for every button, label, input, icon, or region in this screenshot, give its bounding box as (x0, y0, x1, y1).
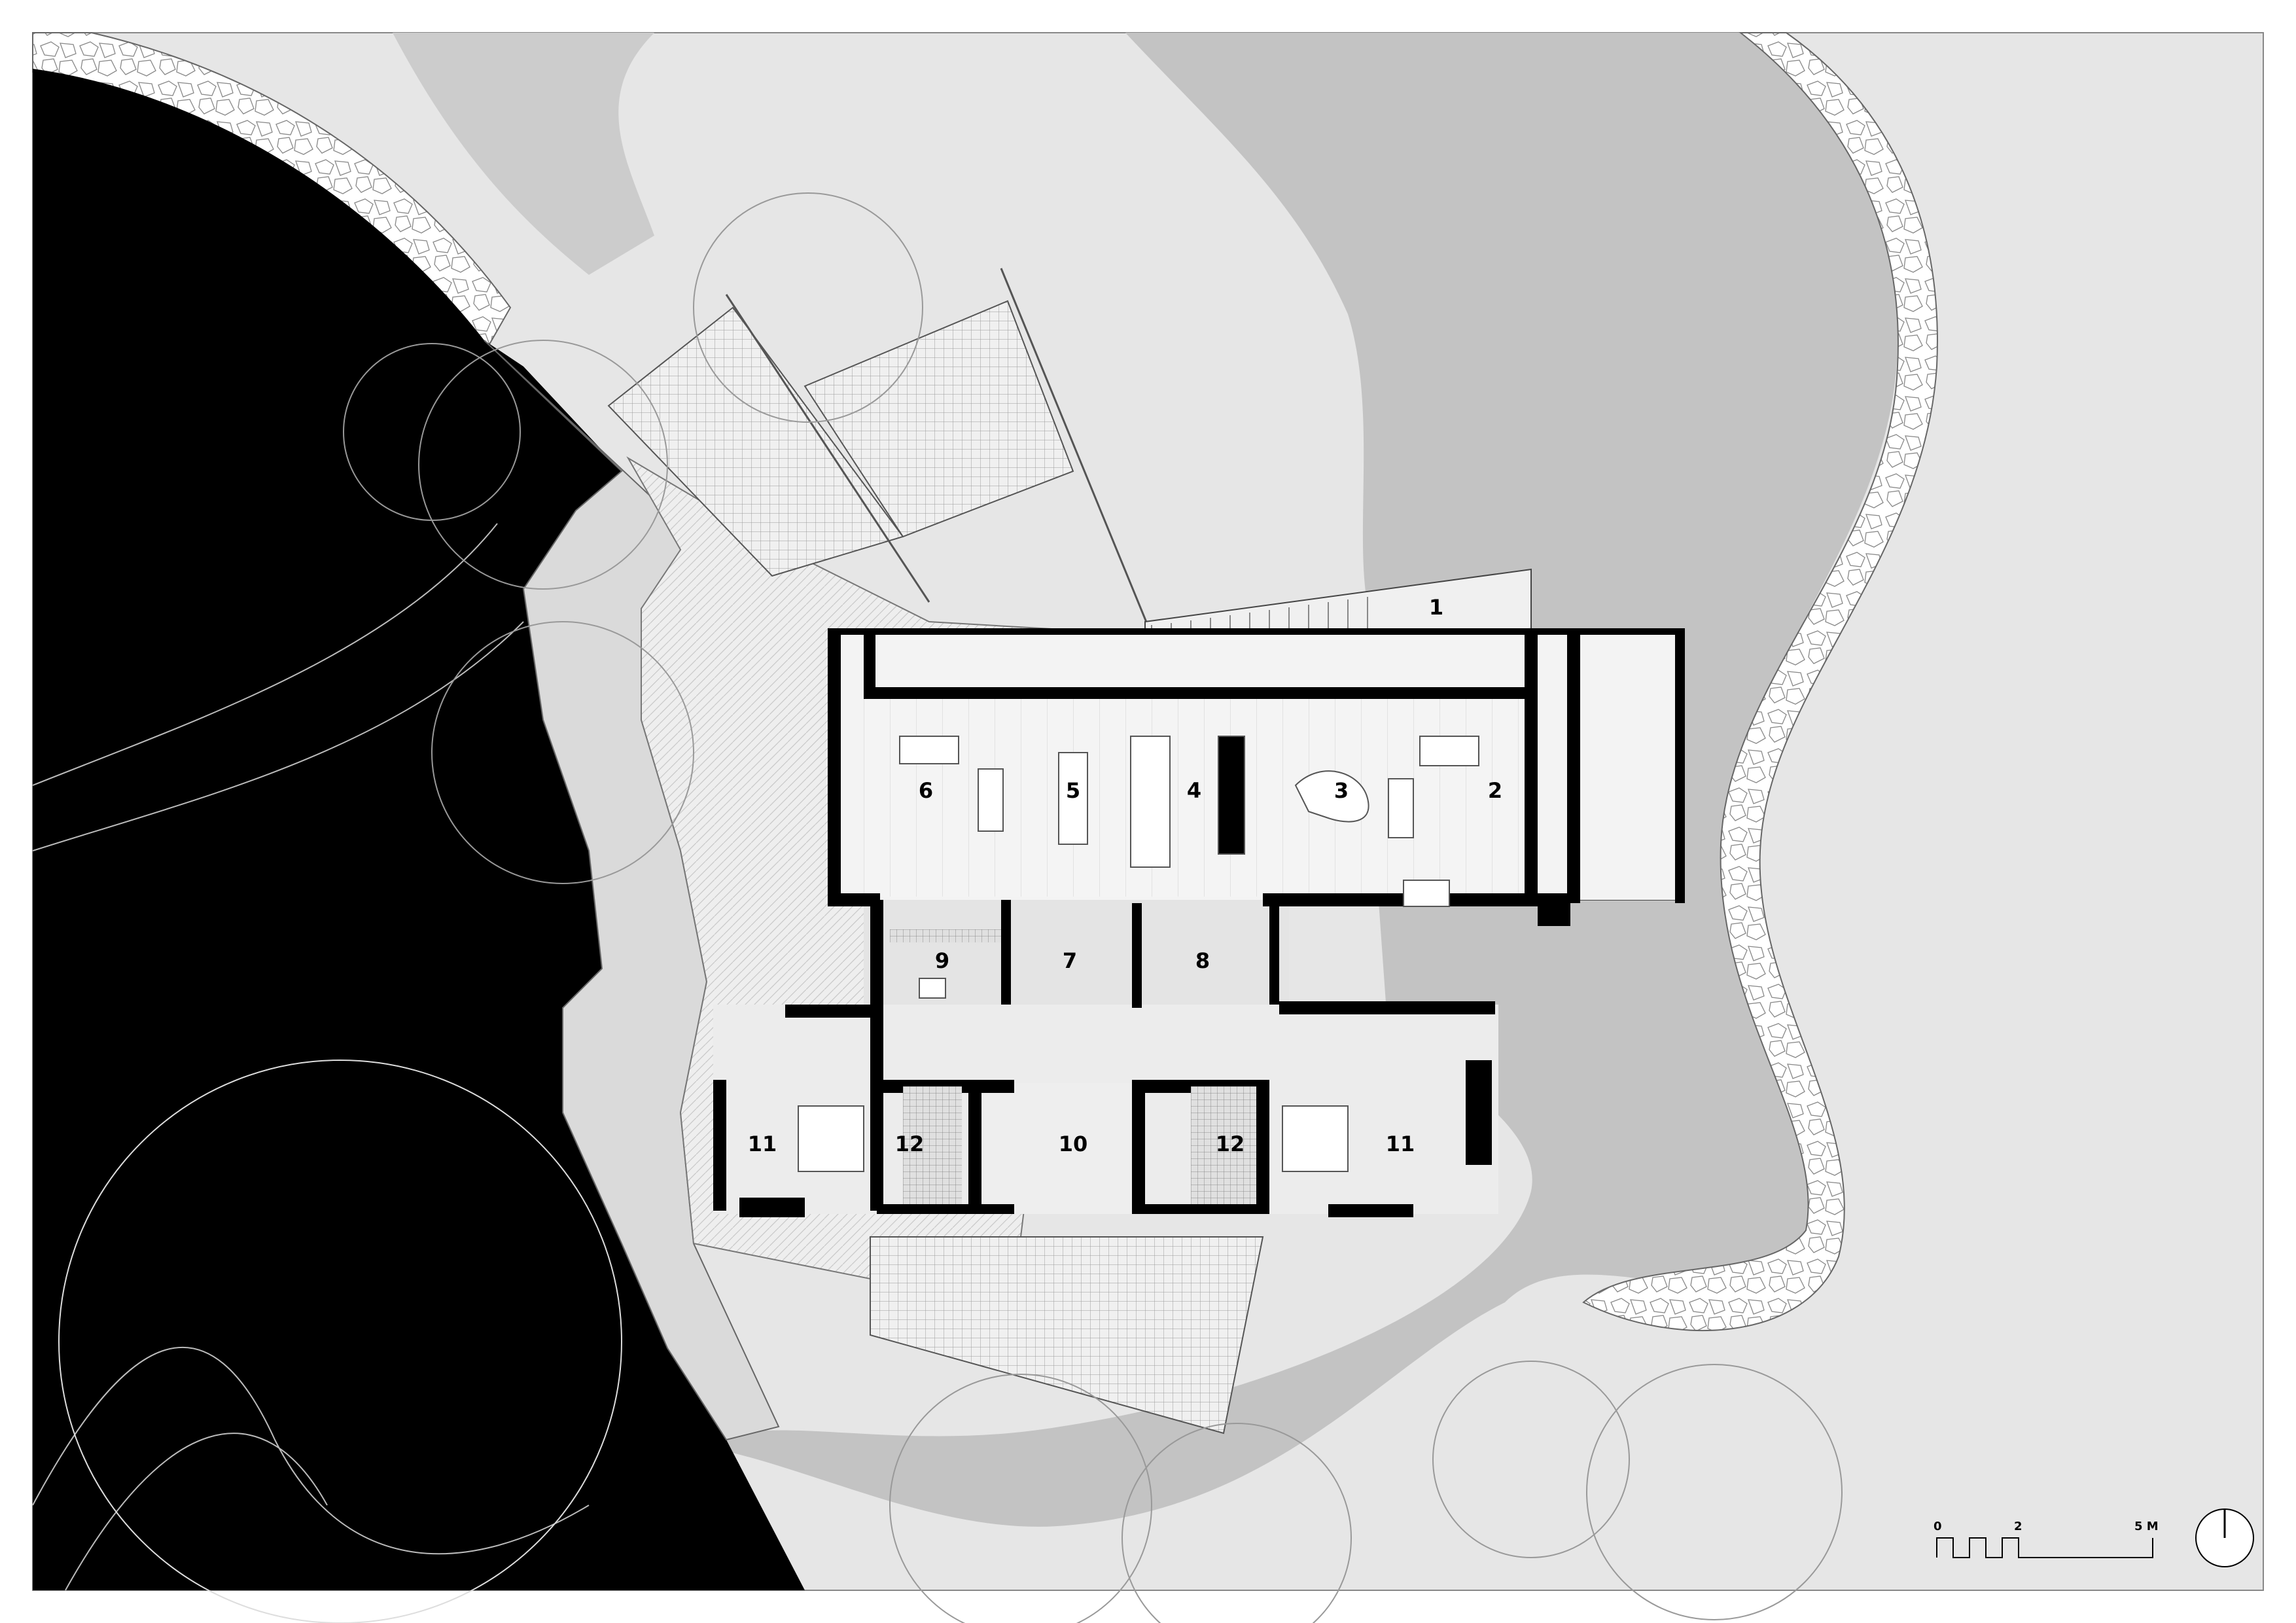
room-label-7: 7 (1063, 948, 1077, 973)
sofa-6 (899, 736, 959, 764)
room-label-8: 8 (1195, 948, 1210, 973)
dining-table-5 (1058, 752, 1088, 845)
room-label-9: 9 (935, 948, 949, 973)
tree-9 (1586, 1364, 1843, 1620)
tree-3 (418, 340, 668, 590)
bed-right (1282, 1105, 1349, 1172)
contour-line-3 (32, 1346, 590, 1555)
armchair-2 (1388, 778, 1414, 838)
wc-9 (919, 978, 946, 999)
deck-upper-mid (804, 300, 1074, 538)
contour-line-2 (32, 621, 524, 851)
stone-wall-right (1582, 32, 1938, 1332)
scale-label-5m: 5 M (2134, 1520, 2159, 1533)
piano-3 (1294, 770, 1369, 823)
deck-lower (870, 1236, 1264, 1435)
armchair-6 (978, 768, 1004, 832)
scale-label-0: 0 (1934, 1520, 1942, 1533)
room-label-3: 3 (1334, 778, 1349, 803)
room-label-4: 4 (1187, 778, 1201, 803)
room-label-11-left: 11 (748, 1132, 777, 1156)
room-label-11-right: 11 (1386, 1132, 1415, 1156)
bath-12-left-tiles (903, 1086, 962, 1204)
north-arrow-icon (2195, 1508, 2254, 1567)
tree-canopies (58, 192, 1843, 1623)
tv-wall-4 (1218, 736, 1245, 855)
tree-7 (1122, 1423, 1352, 1623)
tree-1 (693, 192, 923, 423)
sink-counter (1403, 880, 1450, 907)
room-label-6: 6 (919, 778, 933, 803)
tree-6 (889, 1374, 1152, 1623)
scale-bar: 0 2 5 M (1934, 1520, 2159, 1558)
room-label-1: 1 (1429, 595, 1443, 620)
deck-edge-1 (725, 294, 930, 603)
bed-left (798, 1105, 864, 1172)
bath-12-right-tiles (1191, 1086, 1256, 1204)
room-label-2: 2 (1488, 778, 1502, 803)
black-terrain (33, 69, 805, 1590)
walls (713, 628, 1685, 1217)
room-label-12-left: 12 (895, 1132, 925, 1156)
room-label-10: 10 (1059, 1132, 1088, 1156)
contour-line-4 (65, 1433, 328, 1591)
scale-label-2: 2 (2014, 1520, 2022, 1533)
ground-mid-top (393, 33, 654, 275)
room-label-12-right: 12 (1216, 1132, 1245, 1156)
ground-mid-right (707, 33, 1898, 1527)
furniture (798, 736, 1479, 1172)
contour-line-1 (32, 523, 498, 786)
corridor-10 (975, 1083, 1132, 1214)
island-4 (1130, 736, 1171, 868)
sofa-2 (1419, 736, 1479, 766)
tree-4 (431, 621, 694, 884)
room-label-5: 5 (1066, 778, 1080, 803)
deck-edge-2 (1000, 268, 1153, 635)
bath-9-tiles (890, 929, 1001, 942)
living-floor-boards (864, 697, 1538, 897)
tree-8 (1432, 1361, 1630, 1558)
tree-5 (58, 1060, 622, 1623)
